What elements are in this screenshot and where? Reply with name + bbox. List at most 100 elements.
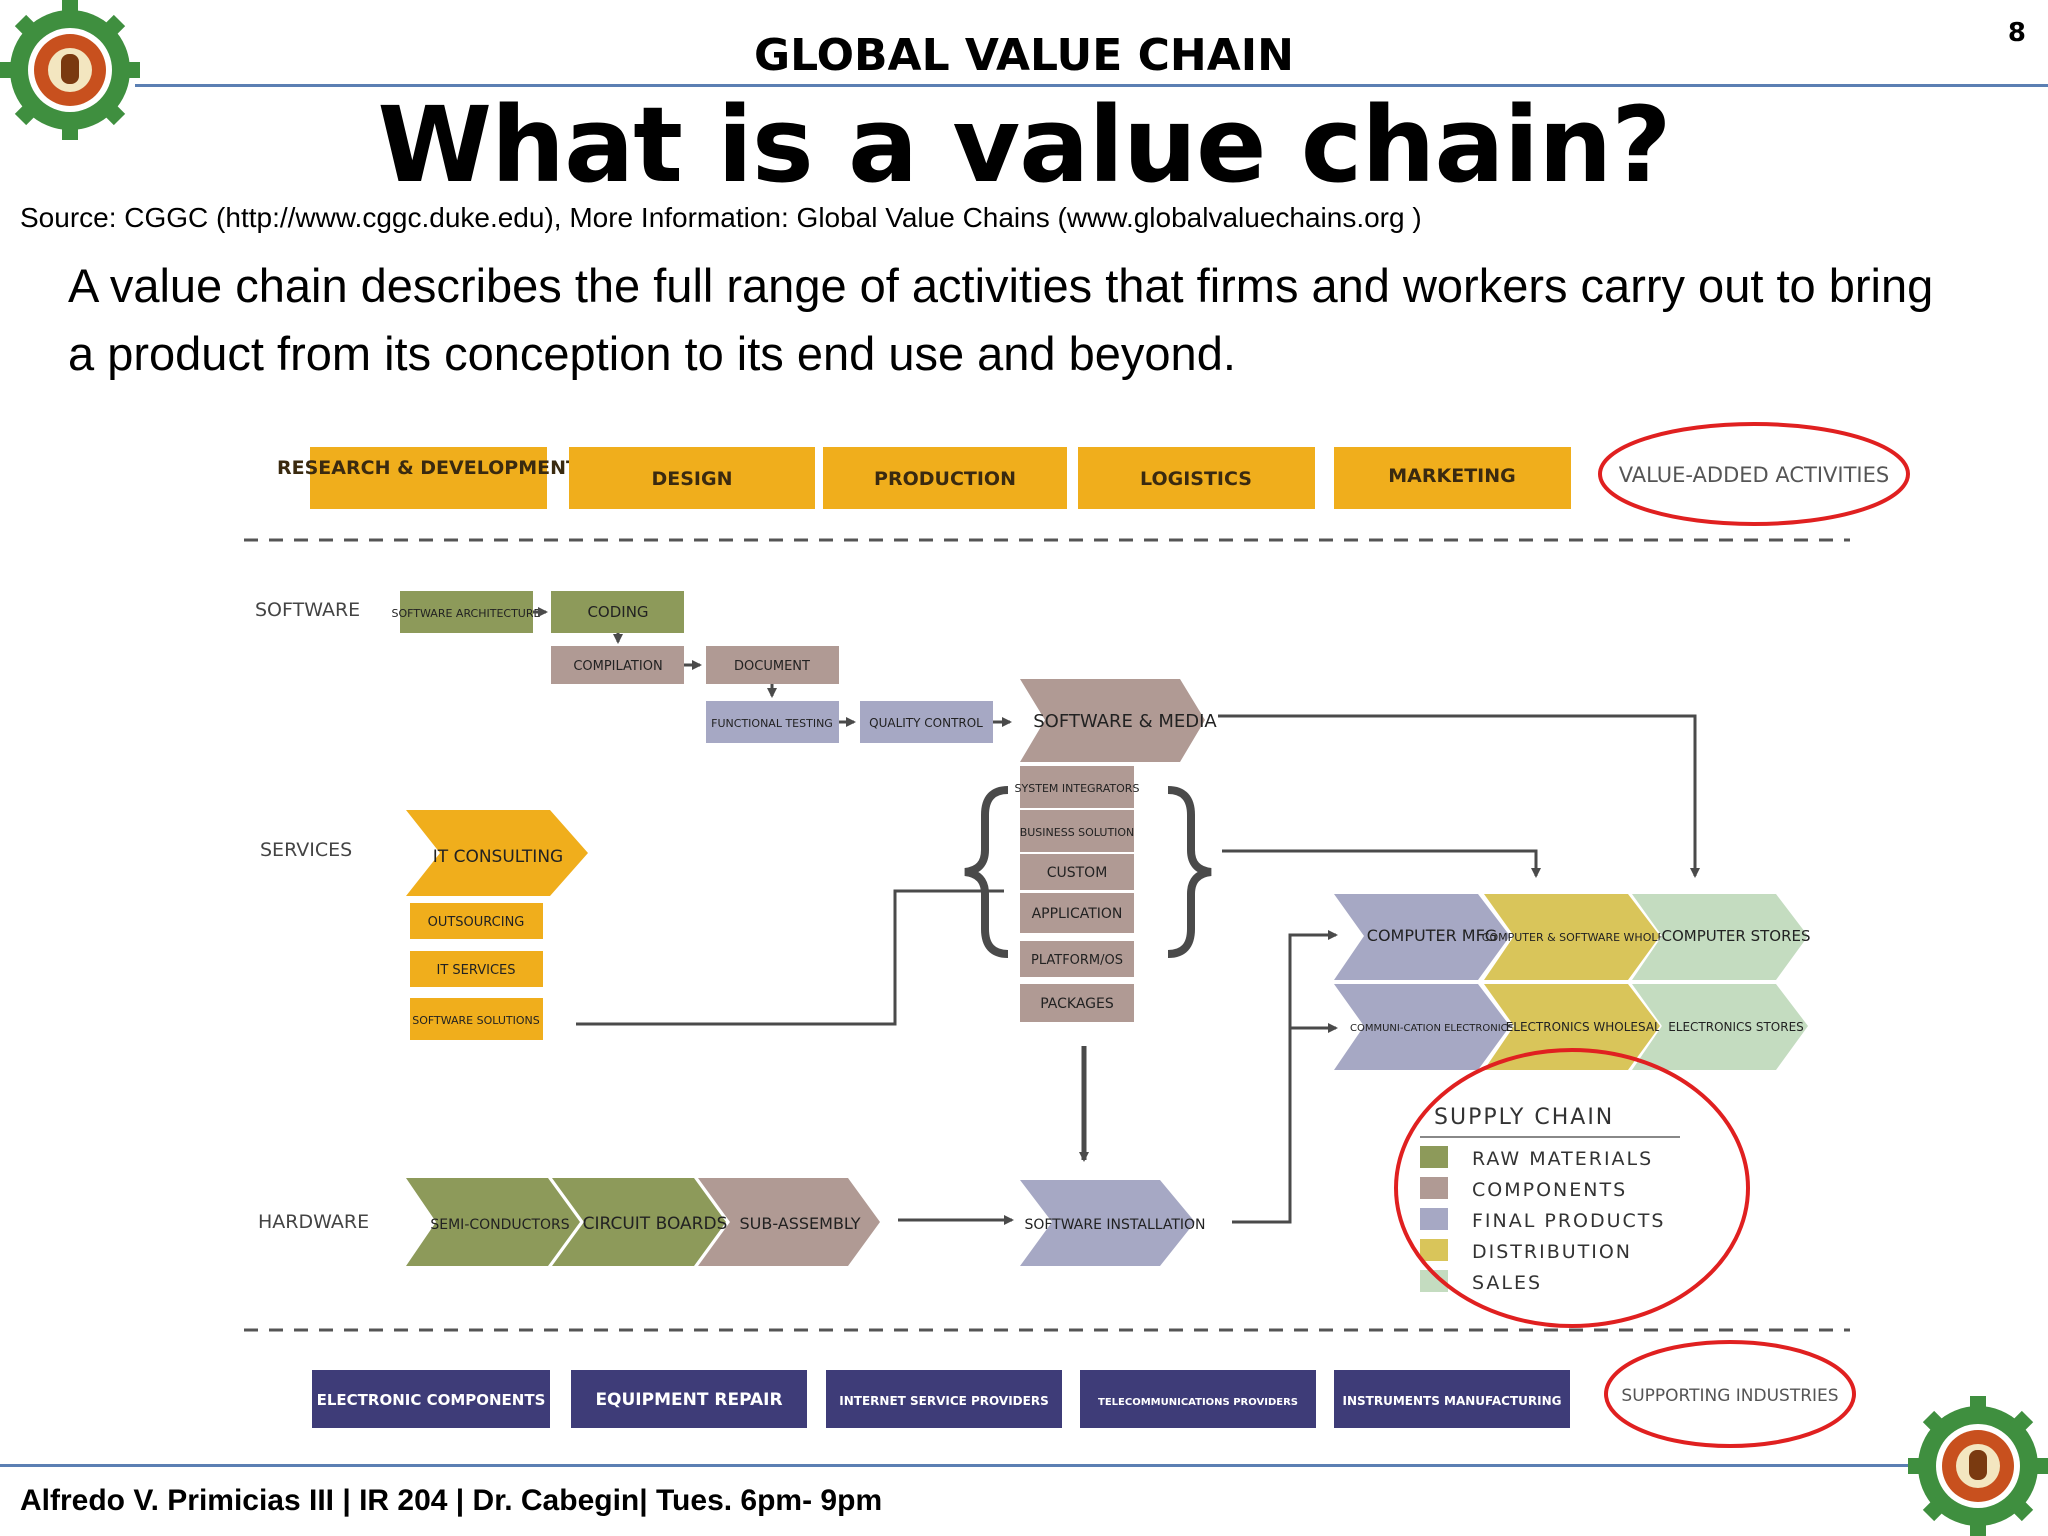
compilation-box xyxy=(551,646,684,684)
stack-label: SYSTEM INTEGRATORS xyxy=(1015,782,1140,795)
header-divider xyxy=(135,84,2048,87)
activity-label-line: RESEARCH & DEVELOPMENT xyxy=(277,457,579,479)
legend-label: FINAL PRODUCTS xyxy=(1472,1210,1665,1232)
supporting-industries: ELECTRONIC COMPONENTS EQUIPMENT REPAIR I… xyxy=(312,1370,1570,1428)
footer-text: Alfredo V. Primicias III | IR 204 | Dr. … xyxy=(20,1484,883,1517)
computer-software-wholesale-chevron xyxy=(1484,894,1660,980)
communication-electronics-label: COMMUNI-CATION ELECTRONICS xyxy=(1350,1023,1514,1034)
computer-stores-label: COMPUTER STORES xyxy=(1662,927,1811,945)
activity-box xyxy=(569,447,815,509)
legend-label: RAW MATERIALS xyxy=(1472,1148,1653,1170)
quality-control-box xyxy=(860,701,993,743)
software-installation-chevron xyxy=(1020,1180,1195,1266)
software-installation-label: SOFTWARE INSTALLATION xyxy=(1024,1217,1205,1233)
computer-mfg-label: COMPUTER MFG xyxy=(1367,926,1497,945)
header-title: GLOBAL VALUE CHAIN xyxy=(754,30,1294,81)
services-to-stack-line xyxy=(576,889,1004,1026)
supporting-industries-label: SUPPORTING INDUSTRIES xyxy=(1621,1386,1838,1406)
slide-title: What is a value chain? xyxy=(377,84,1671,206)
legend-label: COMPONENTS xyxy=(1472,1179,1627,1201)
electronics-wholesale-label: ELECTRONICS WHOLESALE xyxy=(1506,1020,1669,1034)
electronics-stores-label: ELECTRONICS STORES xyxy=(1668,1020,1804,1034)
software-solutions-label: SOFTWARE SOLUTIONS xyxy=(412,1014,540,1027)
supporting-label: INTERNET SERVICE PROVIDERS xyxy=(839,1394,1048,1408)
coding-label: CODING xyxy=(587,603,648,621)
supporting-highlight-circle xyxy=(1604,1340,1856,1448)
it-consulting-label: IT CONSULTING xyxy=(433,847,563,867)
supporting-box xyxy=(1080,1370,1316,1428)
row-label-services: SERVICES xyxy=(260,839,352,861)
activity-box xyxy=(823,447,1067,509)
activity-label: LOGISTICS xyxy=(1140,468,1252,490)
value-added-highlight-circle xyxy=(1598,422,1910,526)
slide-description: A value chain describes the full range o… xyxy=(68,259,1934,380)
legend-label: DISTRIBUTION xyxy=(1472,1241,1632,1263)
electronics-wholesale-chevron xyxy=(1484,984,1660,1070)
supporting-box xyxy=(571,1370,807,1428)
row-label-hardware: HARDWARE xyxy=(258,1211,369,1233)
it-services-label: IT SERVICES xyxy=(437,963,516,978)
stack-box-system-integrators xyxy=(1020,766,1134,808)
computer-software-wholesale-label: COMPUTER & SOFTWARE WHOLESALE xyxy=(1482,931,1693,944)
document-label: DOCUMENT xyxy=(734,659,810,674)
outsourcing-label: OUTSOURCING xyxy=(428,915,525,930)
functional-testing-label: FUNCTIONAL TESTING xyxy=(711,717,833,730)
sub-assembly-label: SUB-ASSEMBLY xyxy=(740,1214,861,1233)
software-row: SOFTWARE ARCHITECTURE CODING COMPILATION… xyxy=(392,591,1012,743)
software-media-to-stores-line xyxy=(1218,714,1700,878)
activity-label: MARKETING xyxy=(1388,465,1515,487)
footer-divider xyxy=(0,1464,1908,1467)
outsourcing-box xyxy=(410,903,543,939)
stack-label: PLATFORM/OS xyxy=(1031,953,1123,968)
output-chevrons: COMPUTER MFG COMPUTER & SOFTWARE WHOLESA… xyxy=(1334,894,1811,1070)
page-number: 8 xyxy=(2007,18,2026,48)
software-media-label: SOFTWARE & MEDIA xyxy=(1033,711,1217,732)
sub-assembly-chevron xyxy=(698,1178,880,1266)
activity-label: PRODUCTION xyxy=(874,468,1016,490)
semiconductors-label: SEMI-CONDUCTORS xyxy=(430,1217,569,1233)
value-added-label: VALUE-ADDED ACTIVITIES xyxy=(1619,463,1889,487)
software-media-chevron xyxy=(1020,679,1205,762)
legend-label: SALES xyxy=(1472,1272,1542,1294)
supporting-label: INSTRUMENTS MANUFACTURING xyxy=(1343,1394,1562,1408)
electronics-stores-chevron xyxy=(1632,984,1808,1070)
stack-label: BUSINESS SOLUTION xyxy=(1020,826,1135,839)
compilation-label: COMPILATION xyxy=(573,659,662,674)
stack-box-application xyxy=(1020,893,1134,933)
document-box xyxy=(706,646,839,684)
it-consulting-chevron xyxy=(406,810,588,896)
supporting-label: EQUIPMENT REPAIR xyxy=(595,1390,782,1410)
stack-label: PACKAGES xyxy=(1040,996,1114,1012)
stack-box-business-solution xyxy=(1020,810,1134,852)
supply-chain-highlight-circle xyxy=(1394,1048,1750,1328)
source-citation: Source: CGGC (http://www.cggc.duke.edu),… xyxy=(20,202,1422,233)
stack-box-custom xyxy=(1020,854,1134,890)
legend-title: SUPPLY CHAIN xyxy=(1434,1105,1614,1130)
circuit-boards-label: CIRCUIT BOARDS xyxy=(583,1214,728,1234)
software-solutions-box xyxy=(410,998,543,1040)
legend-swatch-final-products xyxy=(1420,1208,1448,1230)
supporting-label: TELECOMMUNICATIONS PROVIDERS xyxy=(1098,1397,1298,1408)
left-brace xyxy=(964,786,1009,958)
university-logo-footer-icon xyxy=(1908,1396,2048,1536)
installation-to-outputs-line xyxy=(1232,930,1338,1224)
right-brace xyxy=(1167,786,1212,958)
row-label-software: SOFTWARE xyxy=(255,599,360,621)
software-architecture-label: SOFTWARE ARCHITECTURE xyxy=(392,607,541,620)
stack-label: CUSTOM xyxy=(1047,865,1108,881)
legend-swatch-sales xyxy=(1420,1270,1448,1292)
legend-swatch-raw-materials xyxy=(1420,1146,1448,1168)
legend-swatch-distribution xyxy=(1420,1239,1448,1261)
stack-box-packages xyxy=(1020,984,1134,1022)
it-services-box xyxy=(410,951,543,987)
semiconductors-chevron xyxy=(406,1178,580,1266)
quality-control-label: QUALITY CONTROL xyxy=(869,716,983,730)
stack-box-platform xyxy=(1020,941,1134,977)
activity-box xyxy=(1334,447,1571,509)
it-consulting-label-line: IT CONSULTING xyxy=(433,847,563,867)
supporting-box xyxy=(312,1370,550,1428)
computer-mfg-chevron xyxy=(1334,894,1510,980)
brace-to-wholesale-line xyxy=(1222,849,1541,878)
coding-box xyxy=(551,591,684,633)
communication-electronics-chevron xyxy=(1334,984,1510,1070)
